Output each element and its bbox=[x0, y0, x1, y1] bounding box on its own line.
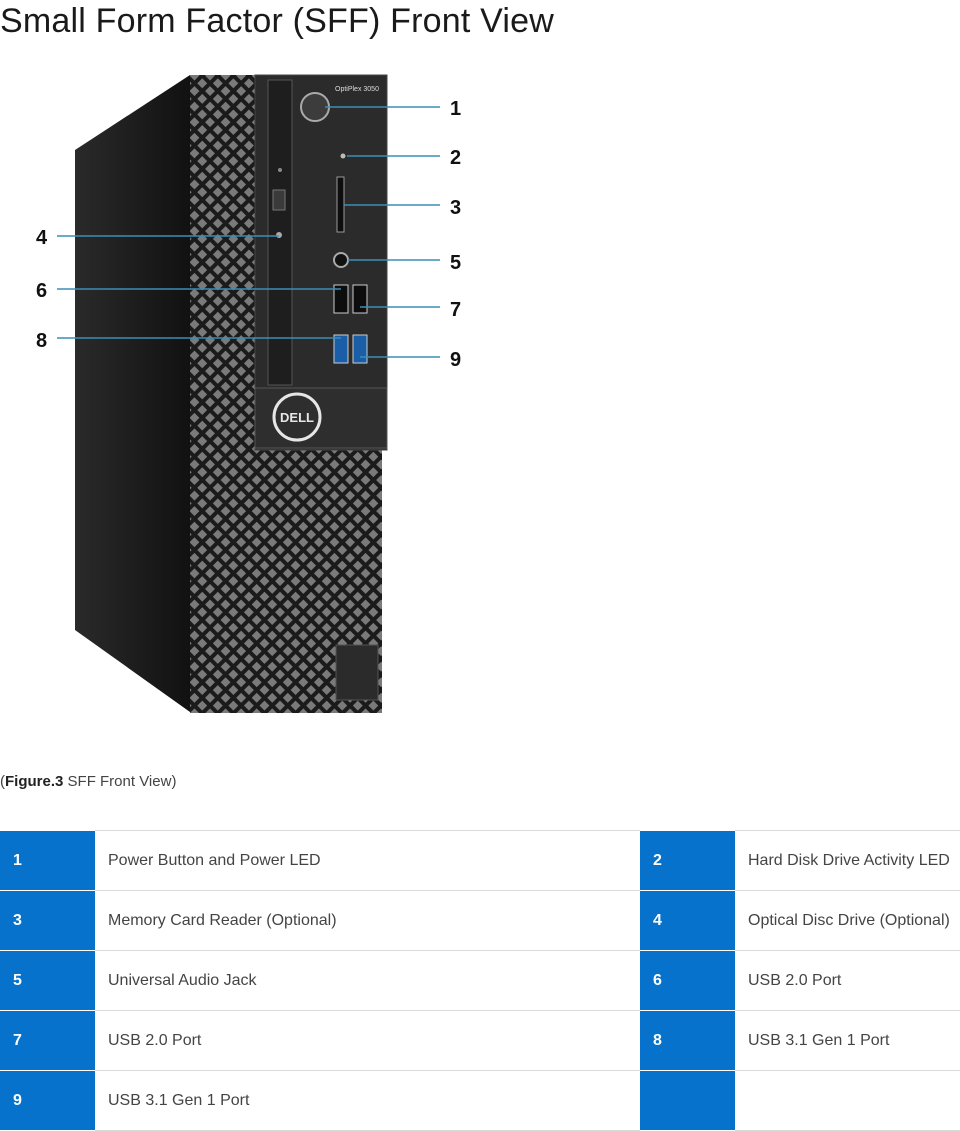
usb3-port-icon bbox=[352, 334, 368, 364]
item-description: Universal Audio Jack bbox=[95, 950, 640, 1011]
badge-icon bbox=[335, 644, 379, 701]
item-description: USB 2.0 Port bbox=[735, 950, 960, 1011]
table-row: 3 Memory Card Reader (Optional) 4 Optica… bbox=[0, 890, 960, 951]
item-number: 7 bbox=[0, 1010, 95, 1071]
callout-2: 2 bbox=[450, 147, 461, 169]
hdd-led-icon bbox=[340, 153, 346, 159]
optical-eject-hole-icon bbox=[276, 232, 282, 238]
item-number bbox=[640, 1070, 735, 1131]
item-description: USB 2.0 Port bbox=[95, 1010, 640, 1071]
item-number: 3 bbox=[0, 890, 95, 951]
item-number: 5 bbox=[0, 950, 95, 1011]
item-description: Hard Disk Drive Activity LED bbox=[735, 830, 960, 891]
callout-1: 1 bbox=[450, 98, 461, 120]
table-row: 1 Power Button and Power LED 2 Hard Disk… bbox=[0, 830, 960, 891]
model-label: OptiPlex 3050 bbox=[335, 86, 379, 93]
item-description: USB 3.1 Gen 1 Port bbox=[95, 1070, 640, 1131]
callout-8: 8 bbox=[36, 330, 47, 352]
sd-slot-icon bbox=[336, 176, 345, 233]
optical-eject-button bbox=[272, 189, 286, 211]
table-row: 5 Universal Audio Jack 6 USB 2.0 Port bbox=[0, 950, 960, 1011]
component-table: 1 Power Button and Power LED 2 Hard Disk… bbox=[0, 830, 960, 1131]
item-description: Memory Card Reader (Optional) bbox=[95, 890, 640, 951]
caption-text: SFF Front View) bbox=[63, 773, 177, 790]
dell-logo-icon bbox=[272, 392, 322, 442]
item-description: USB 3.1 Gen 1 Port bbox=[735, 1010, 960, 1071]
front-mesh-upper bbox=[190, 75, 255, 455]
callout-9: 9 bbox=[450, 349, 461, 371]
callout-5: 5 bbox=[450, 252, 461, 274]
table-row: 9 USB 3.1 Gen 1 Port bbox=[0, 1070, 960, 1131]
table-row: 7 USB 2.0 Port 8 USB 3.1 Gen 1 Port bbox=[0, 1010, 960, 1071]
dell-logo-text: DELL bbox=[280, 410, 314, 425]
sff-front-view-figure: OptiPlex 3050 DELL bbox=[0, 60, 520, 730]
usb2-port-icon bbox=[352, 284, 368, 314]
caption-open: ( bbox=[0, 773, 5, 790]
item-number: 2 bbox=[640, 830, 735, 891]
item-number: 4 bbox=[640, 890, 735, 951]
usb2-port-icon bbox=[333, 284, 349, 314]
figure-caption: (Figure.3 SFF Front View) bbox=[0, 773, 176, 790]
power-button-icon bbox=[300, 92, 330, 122]
callout-leaders bbox=[57, 106, 440, 358]
item-description bbox=[735, 1070, 960, 1131]
callout-7: 7 bbox=[450, 299, 461, 321]
side-panel bbox=[75, 75, 190, 712]
audio-jack-icon bbox=[333, 252, 349, 268]
item-number: 1 bbox=[0, 830, 95, 891]
page-title: Small Form Factor (SFF) Front View bbox=[0, 2, 555, 40]
computer-illustration: OptiPlex 3050 DELL bbox=[36, 74, 461, 713]
callout-6: 6 bbox=[36, 280, 47, 302]
usb3-port-icon bbox=[333, 334, 349, 364]
callout-3: 3 bbox=[450, 197, 461, 219]
optical-drive-led-icon bbox=[278, 168, 282, 172]
item-description: Power Button and Power LED bbox=[95, 830, 640, 891]
item-number: 9 bbox=[0, 1070, 95, 1131]
callout-4: 4 bbox=[36, 227, 48, 249]
item-number: 6 bbox=[640, 950, 735, 1011]
item-description: Optical Disc Drive (Optional) bbox=[735, 890, 960, 951]
item-number: 8 bbox=[640, 1010, 735, 1071]
caption-figure-label: Figure.3 bbox=[5, 773, 64, 790]
